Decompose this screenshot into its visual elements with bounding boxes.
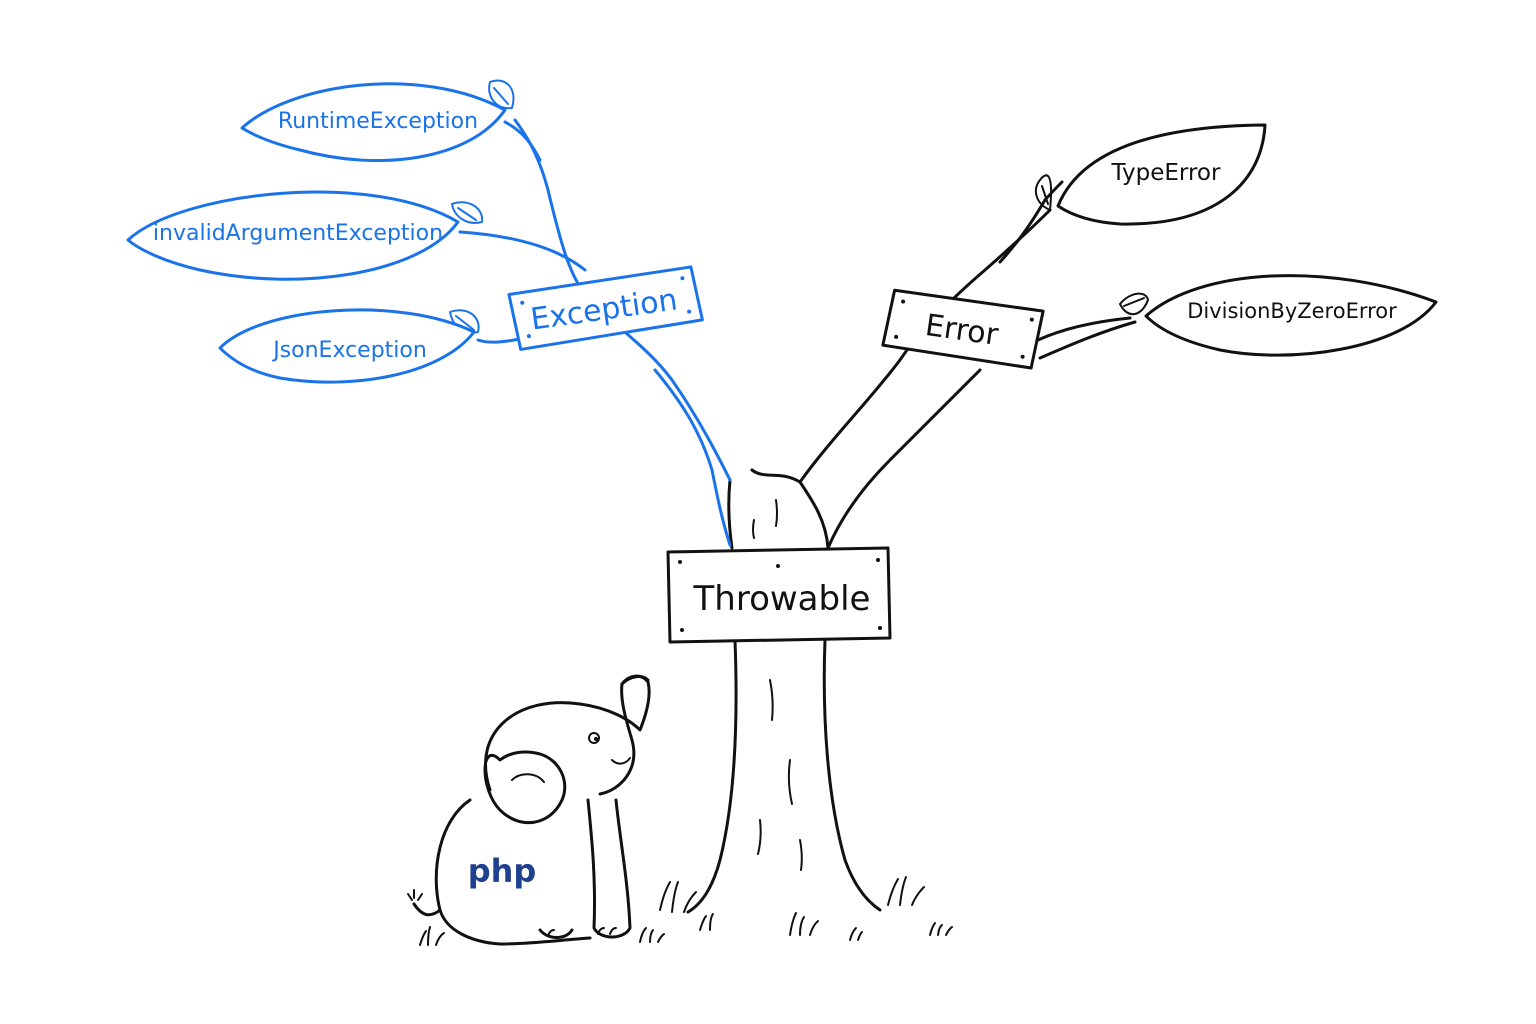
sign-throwable: Throwable [666,546,892,644]
leaf-label: RuntimeException [278,109,478,134]
leaf-label: JsonException [271,338,427,363]
leaf-type-error: TypeError [1056,123,1267,226]
leaf-runtime-exception: RuntimeException [240,82,507,163]
leaf-json-exception: JsonException [218,308,476,384]
error-branch [798,174,1149,550]
grass [419,876,953,946]
leaf-label: TypeError [1111,160,1221,186]
tree-trunk [686,478,882,914]
sign-label: Throwable [693,579,871,619]
php-label: php [468,852,537,890]
sign-error: Error [881,288,1045,370]
elephant-icon: php [407,674,651,946]
sign-exception: Exception [507,265,704,351]
leaf-label: DivisionByZeroError [1187,299,1397,323]
leaf-label: invalidArgumentException [153,221,443,246]
leaf-invalid-argument-exception: invalidArgumentException [126,190,460,281]
leaf-division-by-zero-error: DivisionByZeroError [1144,274,1438,357]
